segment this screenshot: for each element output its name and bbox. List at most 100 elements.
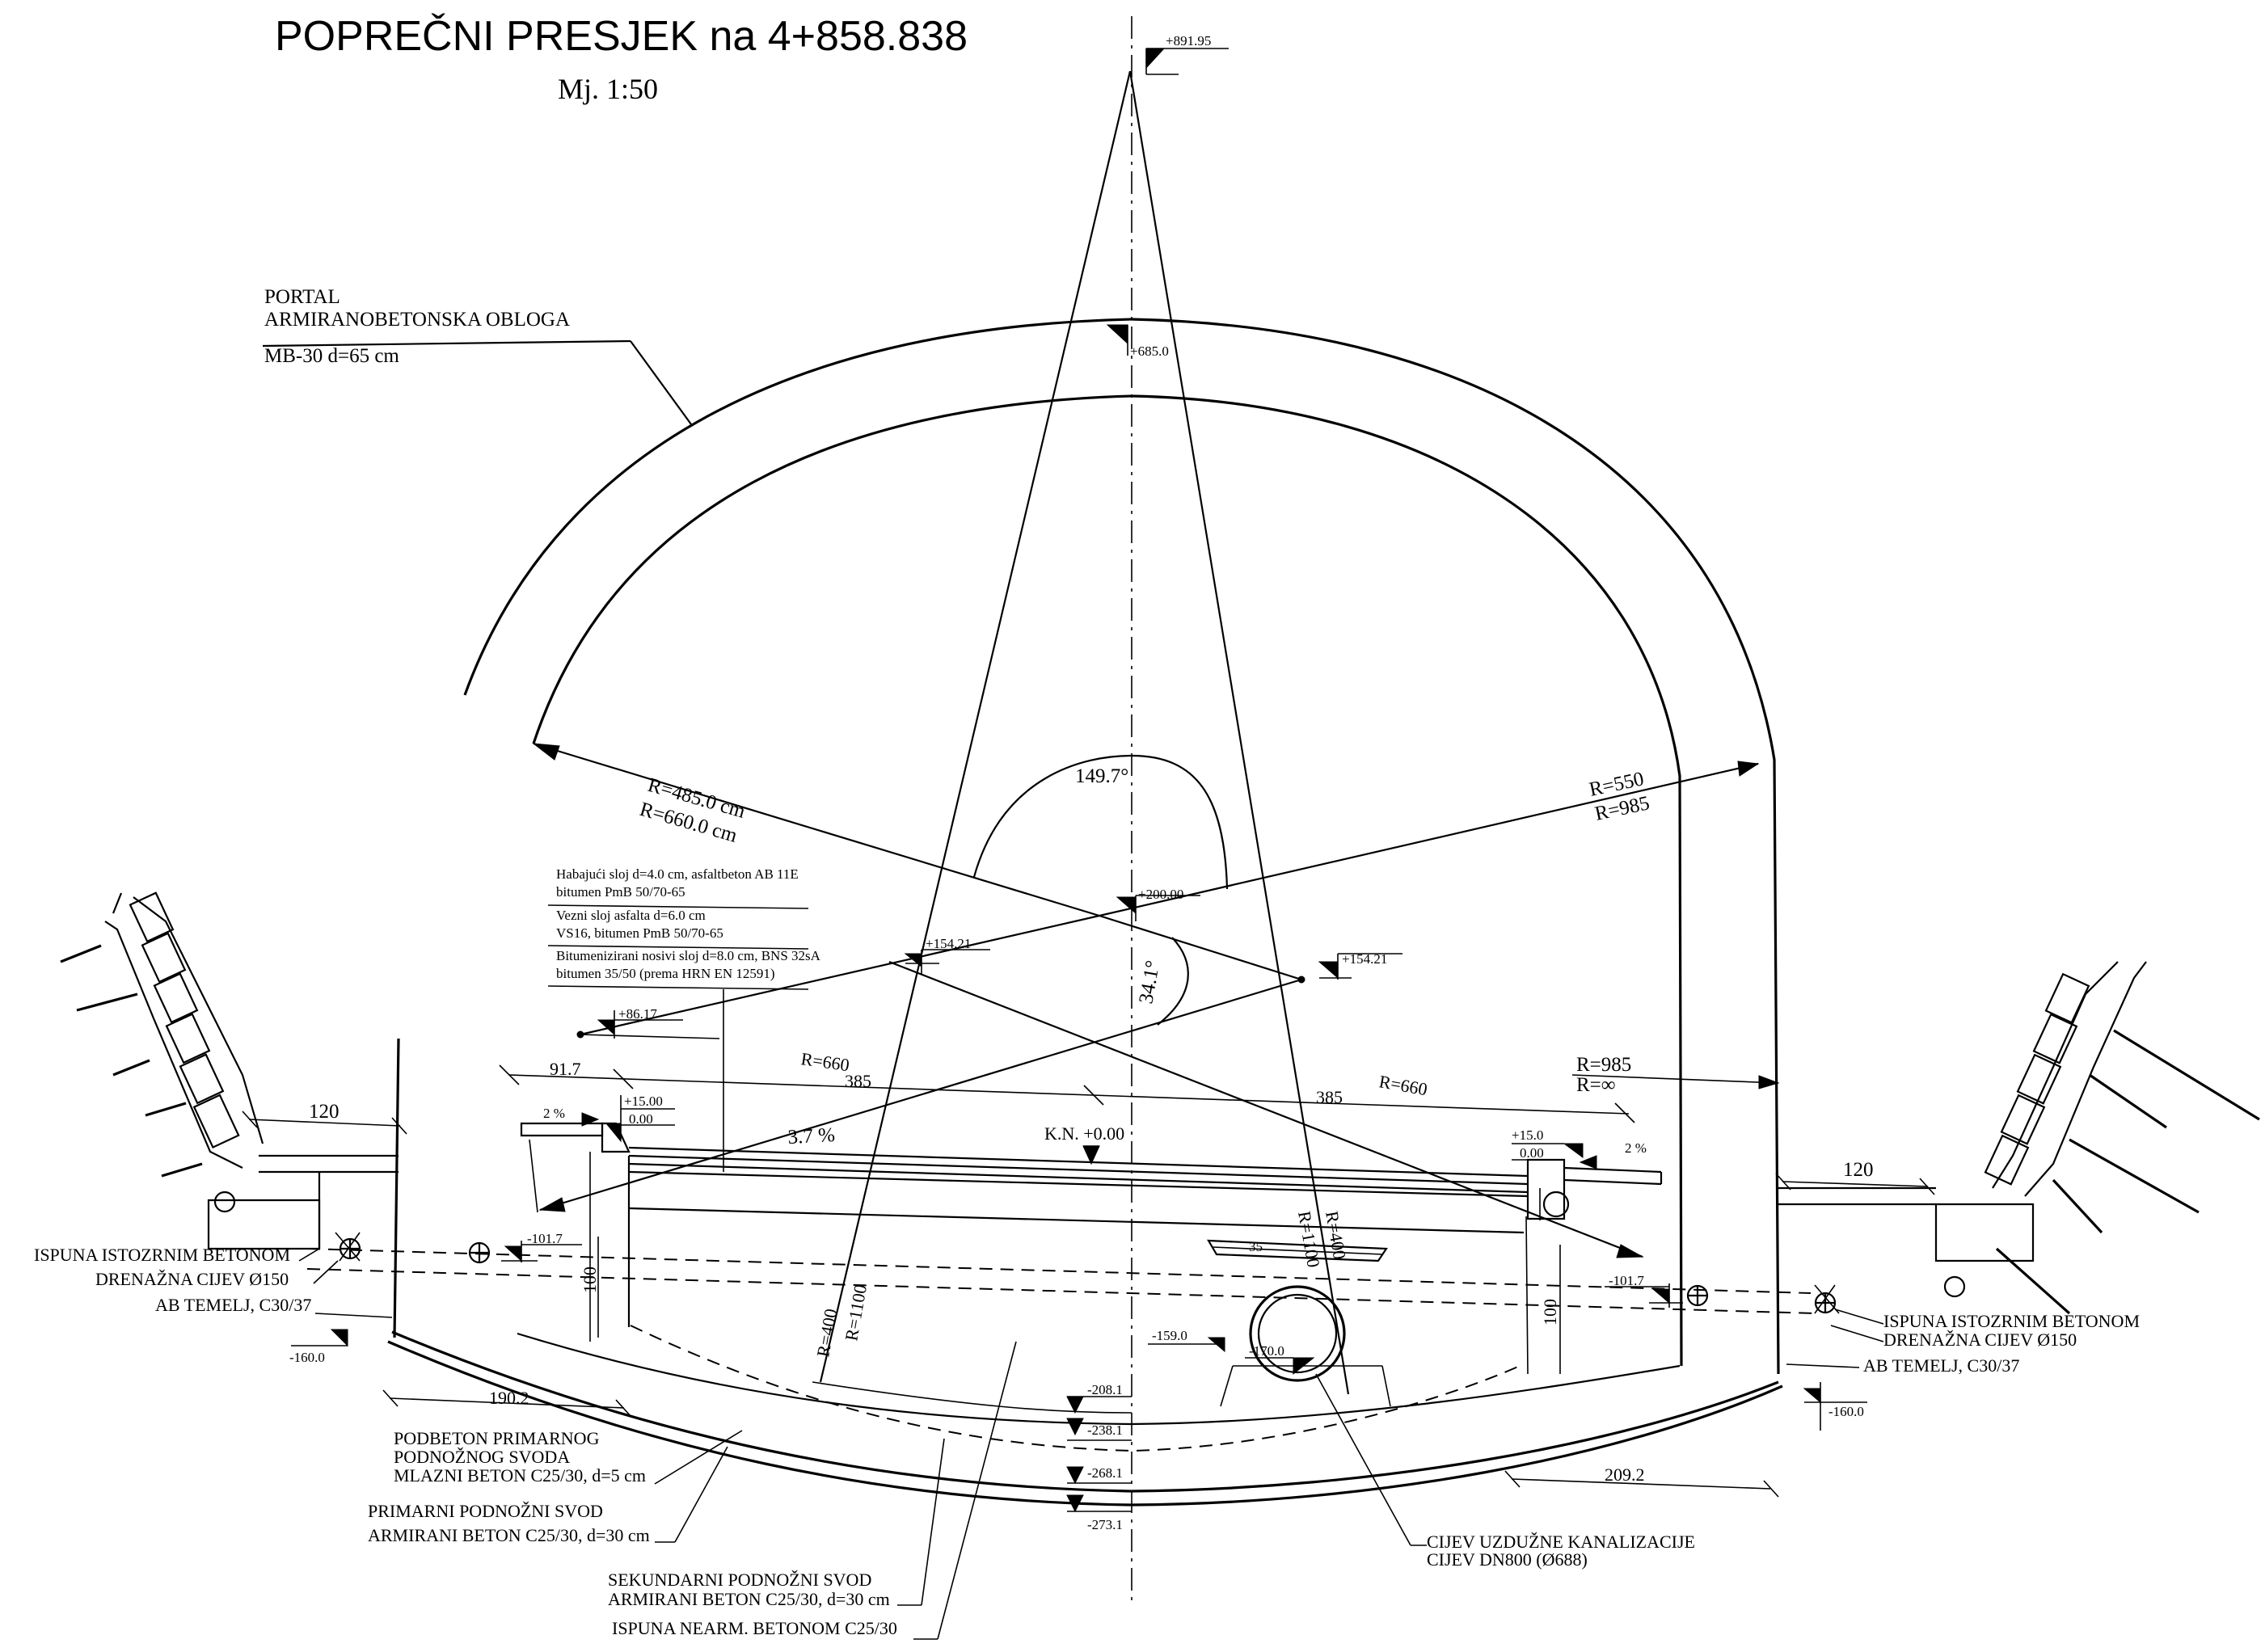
radius-infinity-text: R=∞: [1576, 1074, 1616, 1096]
spring-line-left: [580, 914, 1100, 1036]
pavement-layers-legend: Habajući sloj d=4.0 cm, asfaltbeton AB 1…: [547, 866, 821, 1172]
radius-660-right-text: R=660: [1377, 1071, 1429, 1099]
invert-elev-2: -238.1: [1087, 1422, 1123, 1438]
elevation-top-text: +891.95: [1166, 33, 1211, 48]
road-pavement: [627, 1146, 1529, 1327]
leader-ispuna-left: [298, 1248, 320, 1262]
elevation-right-spring-text: +154.21: [1342, 951, 1387, 967]
invert-arc-2: [387, 1340, 1783, 1507]
drain-right-text: DRENAŽNA CIJEV Ø150: [1883, 1330, 2077, 1350]
drawing-title: POPREČNI PRESJEK na 4+858.838: [275, 13, 968, 60]
spring-point-right: [1297, 976, 1305, 984]
dim-190-2: 190.2: [489, 1388, 529, 1408]
kerb-left: 2 % +15.00 0.00: [520, 1094, 675, 1342]
sewer-pipe: -170.0 -159.0: [1148, 1285, 1427, 1546]
dim-line-190: [389, 1397, 625, 1409]
layer2-line-b: VS16, bitumen PmB 50/70-65: [556, 925, 723, 941]
radius-line-right: [1128, 70, 1350, 1395]
dim-385-right: 385: [1316, 1087, 1343, 1107]
leader-ispuna-nearm: [937, 1341, 1017, 1640]
layer1-line-a: Habajući sloj d=4.0 cm, asfaltbeton AB 1…: [556, 866, 799, 882]
invert-radius-left-b: R=1100: [841, 1283, 871, 1342]
dim-91-7: 91.7: [550, 1059, 581, 1079]
kerb-right: 2 % +15.0 0.00: [1512, 1127, 1663, 1375]
leader-drain-left: [313, 1260, 339, 1284]
dim-120-left: 120: [309, 1101, 340, 1123]
radius-line-left: [819, 70, 1132, 1383]
layer2-line-a: Vezni sloj asfalta d=6.0 cm: [556, 908, 706, 923]
arrowhead-right: [1737, 761, 1760, 777]
elevation-marker-right-spring: +154.21: [1318, 951, 1402, 980]
radius-660-right-line: [888, 960, 1643, 1258]
leader-sekundarni: [921, 1438, 945, 1606]
radius-660-left-line: [539, 978, 1302, 1212]
ispuna-right-text: ISPUNA ISTOZRNIM BETONOM: [1883, 1311, 2140, 1331]
elevation-left-low-text: +86.17: [618, 1006, 657, 1022]
found-left-elev: -160.0: [289, 1350, 325, 1365]
kn-text: K.N. +0.00: [1044, 1123, 1124, 1144]
dim-line-width: [508, 1074, 1630, 1115]
radius-985-leader: [1571, 1074, 1779, 1084]
invert-elevations: -208.1 -238.1 -268.1 -273.1: [1066, 1382, 1132, 1532]
invert-elev-3: -268.1: [1087, 1465, 1123, 1481]
ispuna-left-text: ISPUNA ISTOZRNIM BETONOM: [34, 1245, 290, 1265]
portal-label-2: ARMIRANOBETONSKA OBLOGA: [264, 309, 570, 331]
temelj-right-text: AB TEMELJ, C30/37: [1863, 1355, 2019, 1376]
invert-arc-4: [812, 1381, 1132, 1414]
temelj-left-text: AB TEMELJ, C30/37: [155, 1295, 311, 1315]
found-right-elev: -160.0: [1828, 1404, 1864, 1419]
portal-leader-h: [262, 339, 631, 348]
sekundarni-label-2: ARMIRANI BETON C25/30, d=30 cm: [608, 1589, 890, 1609]
right-foundation: 120 100 -101.7 -160.0: [1540, 961, 2260, 1431]
arrowhead-660-left: [538, 1197, 566, 1212]
arrowhead-left: [532, 743, 560, 761]
pipe-label-1: CIJEV UZDUŽNE KANALIZACIJE: [1427, 1532, 1695, 1552]
kerb-right-elev-b: 0.00: [1520, 1145, 1544, 1161]
leader-drain-right: [1830, 1325, 1884, 1342]
invert-arc-1: [391, 1330, 1779, 1493]
elevation-marker-top: +891.95: [1145, 33, 1229, 75]
radius-660-left-text: R=660: [799, 1048, 850, 1075]
portal-leader: [630, 340, 692, 425]
drawing-scale: Mj. 1:50: [558, 73, 658, 105]
slope-left-text: 2 %: [543, 1106, 565, 1121]
elevation-left-spring-text: +154.21: [926, 936, 971, 951]
slope-right-text: 2 %: [1625, 1140, 1647, 1156]
primarni-label-1: PRIMARNI PODNOŽNI SVOD: [368, 1501, 603, 1521]
sekundarni-label-1: SEKUNDARNI PODNOŽNI SVOD: [608, 1570, 871, 1590]
invert-elev-4: -273.1: [1087, 1517, 1123, 1532]
portal-label-1: PORTAL: [264, 286, 340, 308]
podbeton-label-1: PODBETON PRIMARNOG: [394, 1428, 600, 1448]
ispuna-nearm-label: ISPUNA NEARM. BETONOM C25/30: [612, 1618, 897, 1638]
arrowhead-660-right: [1616, 1244, 1644, 1258]
inner-lining-arc: [532, 394, 1683, 1367]
invert-dashed-arc: [630, 1325, 1521, 1452]
center-drain-channel: 35: [1207, 1239, 1388, 1262]
drain-left-elev: -101.7: [527, 1231, 563, 1246]
invert-elev-1: -208.1: [1087, 1382, 1123, 1397]
elevation-crown-text: +685.0: [1130, 343, 1169, 359]
leader-ispuna-right: [1834, 1309, 1884, 1325]
layer3-line-a: Bitumenizirani nosivi sloj d=8.0 cm, BNS…: [556, 948, 821, 963]
invert-arc-3: [517, 1332, 1681, 1426]
kerb-left-elev-a: +15.00: [624, 1094, 663, 1109]
drain-line-upper: [306, 1248, 1812, 1294]
pipe-label-2: CIJEV DN800 (Ø688): [1427, 1549, 1588, 1570]
primarni-label-2: ARMIRANI BETON C25/30, d=30 cm: [368, 1525, 650, 1545]
drain-left-text: DRENAŽNA CIJEV Ø150: [95, 1269, 289, 1289]
dim-line-209: [1511, 1478, 1771, 1490]
leader-podbeton: [654, 1430, 743, 1485]
kerb-right-elev-a: +15.0: [1512, 1127, 1543, 1143]
angle-top-text: 149.7°: [1075, 765, 1128, 787]
arrowhead-985: [1758, 1075, 1780, 1089]
outer-portal-arc: [463, 318, 1780, 1375]
podbeton-label-3: MLAZNI BETON C25/30, d=5 cm: [394, 1465, 646, 1486]
elevation-marker-left-spring: +154.21: [904, 936, 990, 974]
layer3-line-b: bitumen 35/50 (prema HRN EN 12591): [556, 966, 775, 981]
dim-120-right: 120: [1843, 1159, 1874, 1181]
dim-385-left: 385: [845, 1071, 871, 1091]
radius-arrow-left: [533, 742, 1100, 917]
leader-temelj-right: [1786, 1363, 1860, 1368]
crossfall-text: 3.7 %: [787, 1124, 836, 1148]
